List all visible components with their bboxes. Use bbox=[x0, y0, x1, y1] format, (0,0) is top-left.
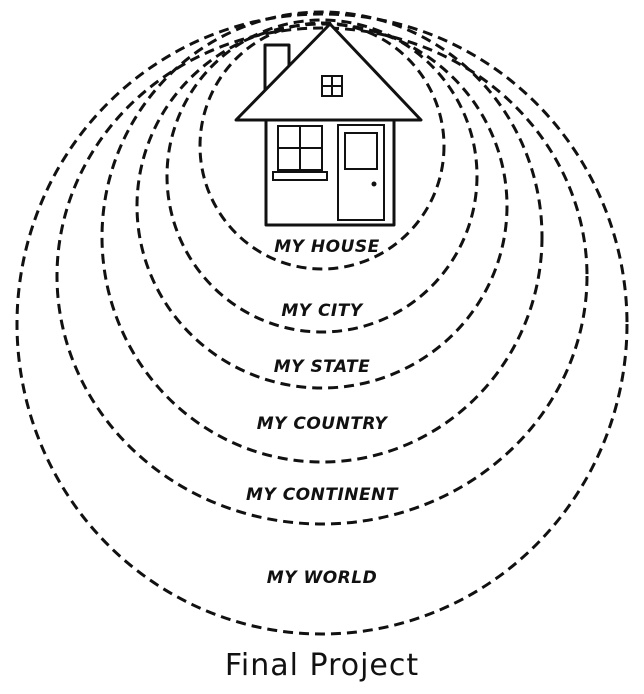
label-my-city: MY CITY bbox=[281, 301, 364, 321]
label-my-house: MY HOUSE bbox=[274, 237, 380, 257]
label-my-continent: MY CONTINENT bbox=[246, 485, 399, 505]
caption: Final Project bbox=[0, 648, 644, 683]
house-icon bbox=[236, 24, 421, 225]
label-my-world: MY WORLD bbox=[267, 568, 377, 588]
door-knob bbox=[372, 182, 377, 187]
label-my-state: MY STATE bbox=[274, 357, 370, 377]
ring-labels: MY HOUSE MY CITY MY STATE MY COUNTRY MY … bbox=[246, 237, 399, 588]
label-my-country: MY COUNTRY bbox=[257, 414, 389, 434]
house-body bbox=[266, 110, 394, 225]
